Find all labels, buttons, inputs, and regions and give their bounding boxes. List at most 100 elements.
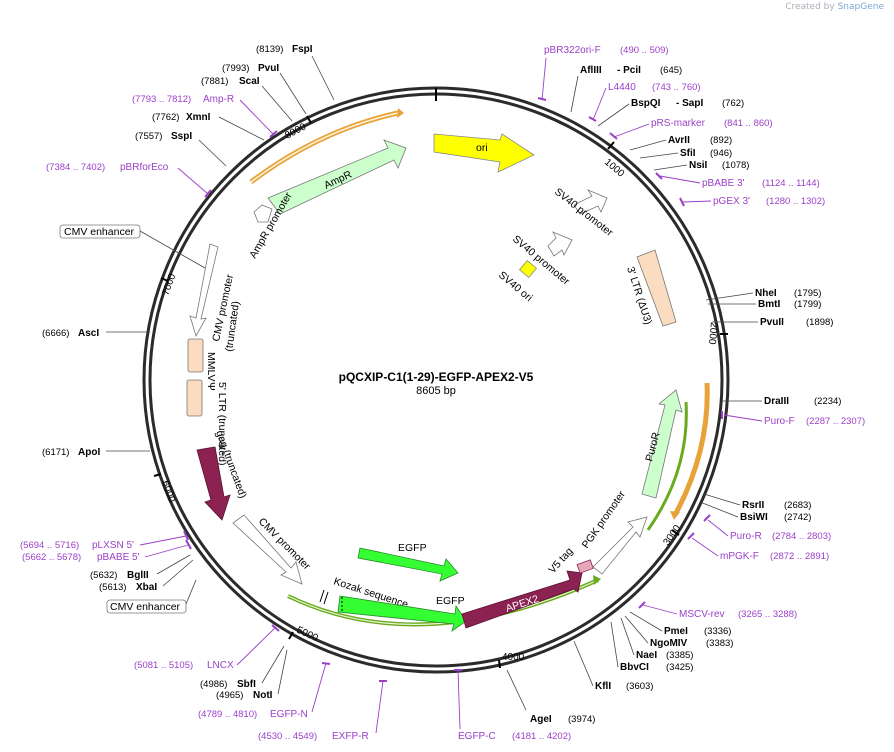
- enzyme-bmti[interactable]: BmtI (1799): [708, 299, 821, 310]
- feature-apex2[interactable]: APEX2: [461, 570, 583, 629]
- primer-egfp-c[interactable]: EGFP-C (4181 .. 4202): [454, 669, 571, 742]
- feature-cmv-promoter-truncated[interactable]: CMV promoter (truncated): [189, 243, 242, 352]
- svg-text:(4986): (4986): [200, 679, 227, 690]
- svg-text:NaeI: NaeI: [636, 650, 657, 661]
- enzyme-bbvci[interactable]: BbvCI (3425): [610, 621, 693, 673]
- svg-text:EGFP-N: EGFP-N: [270, 709, 308, 720]
- primer-amp-r[interactable]: (7793 .. 7812) Amp-R: [132, 94, 278, 138]
- svg-text:(762): (762): [722, 98, 744, 109]
- enzyme-bspqi-sapi[interactable]: BspQI - SapI (762): [597, 98, 744, 127]
- enzyme-noti[interactable]: (4965) NotI: [216, 649, 288, 701]
- svg-text:SfiI: SfiI: [680, 148, 696, 159]
- svg-text:BglII: BglII: [127, 570, 149, 581]
- primer-pbabe-5[interactable]: (5662 .. 5678) pBABE 5': [22, 539, 192, 563]
- svg-text:(645): (645): [660, 65, 682, 76]
- primer-mpgk-f[interactable]: mPGK-F (2872 .. 2891): [687, 532, 829, 562]
- enzyme-bglii[interactable]: (5632) BglII: [90, 554, 191, 581]
- enzyme-ngomiv[interactable]: NgoMIV (3383): [624, 615, 733, 649]
- orf-arc-main-green-inner: [287, 579, 599, 625]
- enzyme-sbfi[interactable]: (4986) SbfI: [200, 645, 285, 690]
- enzyme-pvuii[interactable]: PvuII (1898): [712, 317, 833, 328]
- enzyme-apoi[interactable]: (6171) ApoI: [42, 447, 150, 458]
- primer-pbabe-3[interactable]: pBABE 3' (1124 .. 1144): [655, 172, 820, 189]
- svg-text:(892): (892): [710, 135, 732, 146]
- feature-sv40-ori[interactable]: SV40 ori: [496, 259, 538, 305]
- svg-text:(5613): (5613): [99, 582, 126, 593]
- svg-text:pRS-marker: pRS-marker: [651, 118, 706, 129]
- primer-prs-marker[interactable]: pRS-marker (841 .. 860): [609, 118, 773, 140]
- enzyme-rsrii[interactable]: RsrII (2683): [703, 493, 811, 511]
- svg-text:pBR322ori-F: pBR322ori-F: [544, 45, 601, 56]
- enzyme-sfii[interactable]: SfiI (946): [639, 148, 732, 159]
- feature-puror[interactable]: PuroR: [641, 389, 683, 499]
- enzyme-asci[interactable]: (6666) AscI: [42, 328, 150, 339]
- primer-pbr322ori-f[interactable]: pBR322ori-F (490 .. 509): [537, 45, 669, 101]
- svg-text:(2742): (2742): [784, 512, 811, 523]
- svg-text:AgeI: AgeI: [530, 714, 552, 725]
- svg-text:XbaI: XbaI: [136, 582, 157, 593]
- enzyme-naei[interactable]: NaeI (3385): [620, 617, 693, 661]
- primer-egfp-n[interactable]: (4789 .. 4810) EGFP-N: [198, 662, 331, 720]
- svg-text:ori: ori: [476, 142, 488, 154]
- primer-plxsn-5[interactable]: (5694 .. 5716) pLXSN 5': [20, 530, 189, 551]
- cmv-enhancer-label-bottom[interactable]: CMV enhancer: [106, 579, 197, 614]
- primer-l4440[interactable]: L4440 (743 .. 760): [588, 82, 701, 122]
- svg-text:(7557): (7557): [135, 131, 162, 142]
- primer-puro-r[interactable]: Puro-R (2784 .. 2803): [703, 514, 831, 542]
- primer-pbrforeco[interactable]: (7384 .. 7402) pBRforEco: [46, 162, 212, 198]
- feature-gag[interactable]: gag (truncated): [196, 429, 249, 521]
- feature-egfp-upper[interactable]: EGFP: [357, 542, 459, 582]
- svg-text:NsiI: NsiI: [689, 160, 708, 171]
- feature-ori[interactable]: ori: [433, 133, 535, 173]
- svg-text:pBABE 3': pBABE 3': [702, 178, 745, 189]
- svg-text:SbfI: SbfI: [237, 679, 256, 690]
- svg-text:pBRforEco: pBRforEco: [120, 162, 169, 173]
- feature-egfp-lower[interactable]: EGFP: [337, 595, 467, 632]
- feature-cmv-promoter[interactable]: CMV promoter: [232, 514, 313, 585]
- primer-pgex-3[interactable]: pGEX 3' (1280 .. 1302): [679, 196, 825, 207]
- enzyme-scai[interactable]: (7881) ScaI: [201, 76, 293, 122]
- svg-text:BsiWI: BsiWI: [740, 512, 768, 523]
- primer-mscv-rev[interactable]: MSCV-rev (3265 .. 3288): [638, 601, 797, 620]
- feature-3ltr[interactable]: 3' LTR (ΔU3): [624, 249, 677, 327]
- primer-puro-f[interactable]: Puro-F (2287 .. 2307): [721, 411, 865, 427]
- enzyme-xbai[interactable]: (5613) XbaI: [99, 559, 194, 593]
- svg-text:MMLV: MMLV: [205, 352, 217, 382]
- enzyme-afliii-pcii[interactable]: AflIII - PciI (645): [570, 65, 682, 113]
- enzyme-bsiwi[interactable]: BsiWI (2742): [699, 501, 811, 523]
- enzyme-pvui-left[interactable]: (7993) PvuI: [222, 63, 307, 115]
- cmv-enhancer-label-top[interactable]: CMV enhancer: [59, 224, 206, 269]
- enzyme-agei[interactable]: AgeI (3974): [506, 669, 595, 725]
- svg-text:SspI: SspI: [171, 131, 192, 142]
- svg-text:pBABE 5': pBABE 5': [97, 552, 140, 563]
- svg-text:(7762): (7762): [152, 112, 179, 123]
- svg-text:(4530 .. 4549): (4530 .. 4549): [258, 731, 317, 742]
- feature-sv40-promoter-2[interactable]: SV40 promoter: [510, 231, 573, 288]
- enzyme-xmni[interactable]: (7762) XmnI: [152, 112, 265, 141]
- primer-exfp-r[interactable]: (4530 .. 4549) EXFP-R: [258, 680, 387, 742]
- svg-text:AflIII: AflIII: [580, 65, 602, 76]
- orf-arc-ampr-inner: [250, 112, 399, 183]
- enzyme-nhei[interactable]: NheI (1795): [705, 288, 821, 301]
- primer-lncx[interactable]: (5081 .. 5105) LNCX: [134, 624, 280, 671]
- svg-text:PmeI: PmeI: [664, 626, 688, 637]
- feature-sv40-promoter-1[interactable]: SV40 promoter: [552, 186, 615, 239]
- svg-text:(841 .. 860): (841 .. 860): [724, 118, 773, 129]
- enzyme-sspi[interactable]: (7557) SspI: [135, 131, 227, 167]
- svg-text:mPGK-F: mPGK-F: [720, 551, 759, 562]
- enzyme-avrii[interactable]: AvrII (892): [629, 135, 732, 151]
- tick-6000: 6000: [159, 479, 177, 504]
- enzyme-fspi[interactable]: (8139) FspI: [256, 44, 335, 101]
- enzyme-nsii[interactable]: NsiI (1078): [653, 160, 749, 171]
- svg-text:(2234): (2234): [814, 396, 841, 407]
- enzyme-kfli[interactable]: KflI (3603): [573, 640, 653, 692]
- feature-ampr[interactable]: AmpR: [267, 139, 407, 215]
- enzyme-draiii[interactable]: DraIII (2234): [722, 396, 841, 407]
- feature-mmlv-ltr[interactable]: MMLV 5' LTR (truncated) Ψ: [186, 338, 228, 466]
- svg-text:NgoMIV: NgoMIV: [650, 638, 688, 649]
- svg-text:BspQI: BspQI: [631, 98, 661, 109]
- svg-text:XmnI: XmnI: [186, 112, 211, 123]
- enzyme-pmei[interactable]: PmeI (3336): [629, 611, 731, 637]
- svg-text:PvuI: PvuI: [258, 63, 279, 74]
- svg-text:(3385): (3385): [666, 650, 693, 661]
